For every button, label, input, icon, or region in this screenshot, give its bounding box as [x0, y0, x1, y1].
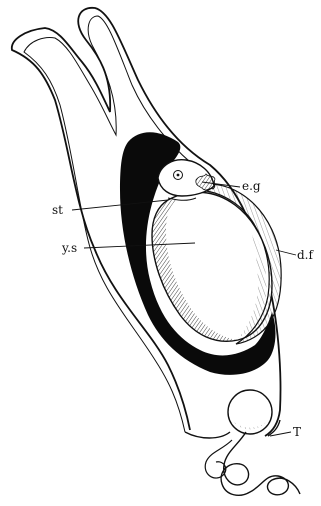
label-df: d.f — [297, 248, 314, 262]
label-ys: y.s — [61, 241, 77, 255]
embryo-eye-pupil-icon — [177, 174, 180, 177]
label-T: T — [293, 425, 301, 439]
label-st: st — [52, 203, 63, 217]
tendril-coil-left — [205, 440, 232, 478]
tendril-coil — [221, 432, 300, 495]
leader-st — [72, 200, 168, 210]
tendril-knob — [228, 390, 272, 434]
label-eg: e.g — [242, 179, 261, 193]
